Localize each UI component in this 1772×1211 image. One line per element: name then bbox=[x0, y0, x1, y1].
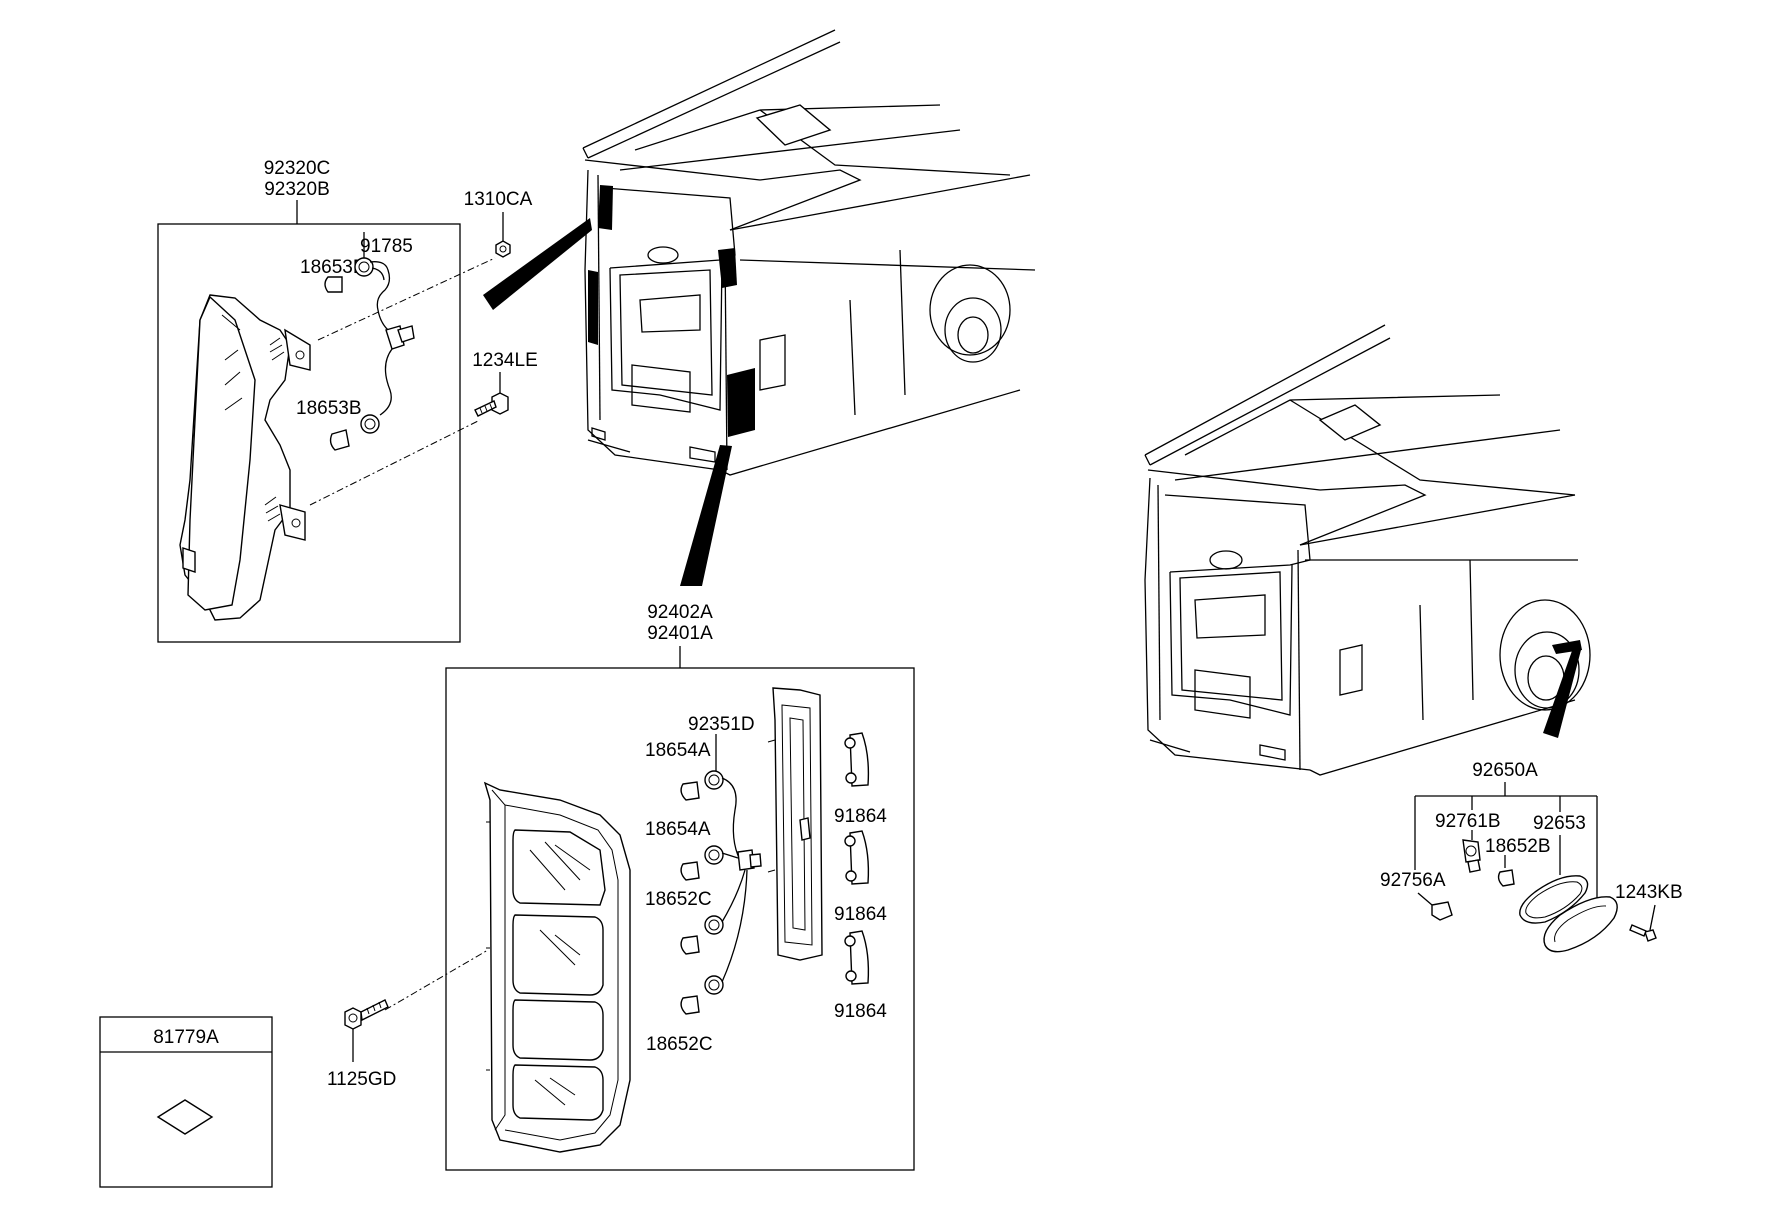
label-91864-2: 91864 bbox=[834, 904, 887, 925]
van-rear-view-side-marker bbox=[1144, 324, 1591, 776]
label-92402A: 92402A bbox=[647, 602, 713, 623]
gasket-92653 bbox=[1519, 875, 1589, 924]
label-1243KB: 1243KB bbox=[1615, 882, 1683, 903]
label-1310CA: 1310CA bbox=[464, 189, 533, 210]
group-92401: 92402A 92401A bbox=[384, 602, 915, 1171]
clip-92756A bbox=[1431, 901, 1453, 921]
label-18654A-2: 18654A bbox=[645, 819, 711, 840]
bulb-18652C-2 bbox=[680, 995, 700, 1015]
label-18652C-2: 18652C bbox=[646, 1034, 713, 1055]
bolt-1234LE bbox=[474, 372, 509, 417]
label-92320B: 92320B bbox=[264, 179, 330, 200]
label-1125GD: 1125GD bbox=[327, 1069, 396, 1090]
caution-label-81779A bbox=[99, 1016, 273, 1188]
label-91864-3: 91864 bbox=[834, 1001, 887, 1022]
group-92320: 92320C 92320B 18653B bbox=[157, 158, 496, 643]
bulb-18654A-1 bbox=[680, 781, 700, 801]
bulb-18652B bbox=[1497, 869, 1515, 887]
socket-91785 bbox=[354, 257, 415, 434]
label-92761B: 92761B bbox=[1435, 811, 1501, 832]
label-92401A: 92401A bbox=[647, 623, 713, 644]
label-18654A-1: 18654A bbox=[645, 740, 711, 761]
label-1234LE: 1234LE bbox=[472, 350, 538, 371]
label-92756A: 92756A bbox=[1380, 870, 1446, 891]
bulb-18652C-1 bbox=[680, 935, 700, 955]
label-91864-1: 91864 bbox=[834, 806, 887, 827]
label-92650A: 92650A bbox=[1472, 760, 1538, 781]
bulb-18654A-2 bbox=[680, 861, 700, 881]
label-92653: 92653 bbox=[1533, 813, 1586, 834]
label-81779A: 81779A bbox=[153, 1027, 219, 1048]
label-18652C-1: 18652C bbox=[645, 889, 712, 910]
gasket-lamp bbox=[767, 687, 823, 961]
lens-91864-3 bbox=[844, 930, 870, 985]
label-18653B-bottom: 18653B bbox=[296, 398, 362, 419]
side-marker-lamp-housing bbox=[179, 294, 311, 621]
bulb-18653B-top bbox=[324, 276, 343, 293]
side-marker-lens bbox=[1543, 896, 1618, 953]
bulb-18653B-bottom bbox=[329, 429, 350, 451]
lens-91864-2 bbox=[844, 830, 870, 885]
rear-combination-lamp-housing bbox=[483, 781, 631, 1153]
lens-91864-1 bbox=[844, 732, 870, 787]
label-18653B-top: 18653B bbox=[300, 257, 366, 278]
label-92351D: 92351D bbox=[688, 714, 755, 735]
wiring-harness-92351D bbox=[704, 770, 762, 995]
van-rear-view-main bbox=[483, 29, 1036, 586]
label-92320C: 92320C bbox=[264, 158, 331, 179]
screw-1243KB bbox=[1629, 904, 1657, 942]
frame-92320 bbox=[157, 223, 461, 643]
nut-1310CA bbox=[495, 212, 511, 258]
label-91785: 91785 bbox=[360, 236, 413, 257]
socket-92761B bbox=[1462, 839, 1481, 873]
bolt-1125GD bbox=[344, 999, 389, 1062]
group-92650A: 92650A 92761B 92653 18652B 92756A bbox=[1380, 760, 1683, 953]
label-18652B: 18652B bbox=[1485, 836, 1551, 857]
